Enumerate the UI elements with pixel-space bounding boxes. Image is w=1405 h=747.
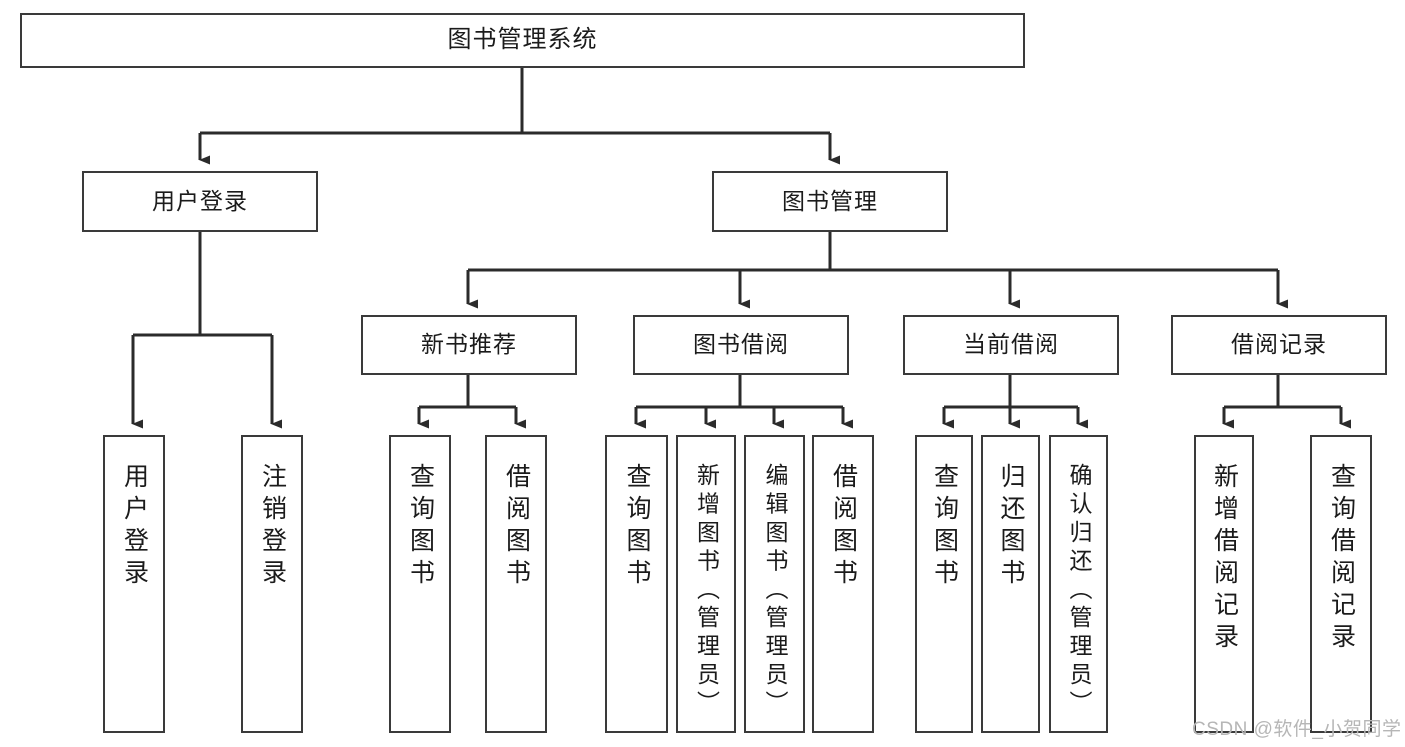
node-leaf-add-book-label: 新增图书（管理员）: [693, 463, 720, 719]
node-leaf-logout[interactable]: 注销登录: [241, 435, 303, 733]
node-leaf-user-login[interactable]: 用户登录: [103, 435, 165, 733]
node-leaf-edit-book[interactable]: 编辑图书（管理员）: [744, 435, 805, 733]
node-current-borrow-label: 当前借阅: [963, 331, 1059, 358]
node-borrow-record[interactable]: 借阅记录: [1171, 315, 1387, 375]
node-leaf-query-book-3-label: 查询图书: [930, 463, 959, 591]
node-leaf-borrow-book-1-label: 借阅图书: [502, 463, 531, 591]
node-leaf-query-book-1-label: 查询图书: [406, 463, 435, 591]
node-book-manage-label: 图书管理: [782, 187, 878, 214]
node-leaf-logout-label: 注销登录: [258, 463, 287, 591]
node-borrow-record-label: 借阅记录: [1231, 331, 1327, 358]
node-leaf-borrow-book-2-label: 借阅图书: [829, 463, 858, 591]
node-leaf-confirm-return-label: 确认归还（管理员）: [1066, 463, 1092, 719]
node-leaf-query-record[interactable]: 查询借阅记录: [1310, 435, 1372, 733]
node-leaf-query-book-2-label: 查询图书: [623, 463, 651, 591]
node-leaf-borrow-book-1[interactable]: 借阅图书: [485, 435, 547, 733]
node-leaf-user-login-label: 用户登录: [120, 463, 149, 591]
node-book-manage[interactable]: 图书管理: [712, 171, 948, 232]
node-new-book-recommend[interactable]: 新书推荐: [361, 315, 577, 375]
node-leaf-return-book[interactable]: 归还图书: [981, 435, 1040, 733]
node-current-borrow[interactable]: 当前借阅: [903, 315, 1119, 375]
node-leaf-edit-book-label: 编辑图书（管理员）: [762, 463, 788, 719]
node-root-图书管理系统-label: 图书管理系统: [447, 26, 598, 54]
node-book-borrow-label: 图书借阅: [693, 331, 789, 358]
csdn-watermark: CSDN @软件_小贺同学: [1192, 719, 1402, 740]
node-leaf-query-book-2[interactable]: 查询图书: [605, 435, 668, 733]
node-leaf-query-book-1[interactable]: 查询图书: [389, 435, 451, 733]
node-leaf-add-record-label: 新增借阅记录: [1210, 463, 1239, 655]
node-leaf-query-record-label: 查询借阅记录: [1327, 463, 1356, 655]
node-leaf-query-book-3[interactable]: 查询图书: [915, 435, 973, 733]
node-leaf-confirm-return[interactable]: 确认归还（管理员）: [1049, 435, 1108, 733]
node-root-图书管理系统[interactable]: 图书管理系统: [20, 13, 1025, 68]
node-leaf-add-record[interactable]: 新增借阅记录: [1194, 435, 1254, 733]
node-leaf-add-book[interactable]: 新增图书（管理员）: [676, 435, 736, 733]
node-user-login[interactable]: 用户登录: [82, 171, 318, 232]
node-user-login-label: 用户登录: [152, 187, 248, 214]
node-book-borrow[interactable]: 图书借阅: [633, 315, 849, 375]
node-new-book-recommend-label: 新书推荐: [421, 331, 517, 358]
node-leaf-return-book-label: 归还图书: [997, 463, 1025, 591]
node-leaf-borrow-book-2[interactable]: 借阅图书: [812, 435, 874, 733]
